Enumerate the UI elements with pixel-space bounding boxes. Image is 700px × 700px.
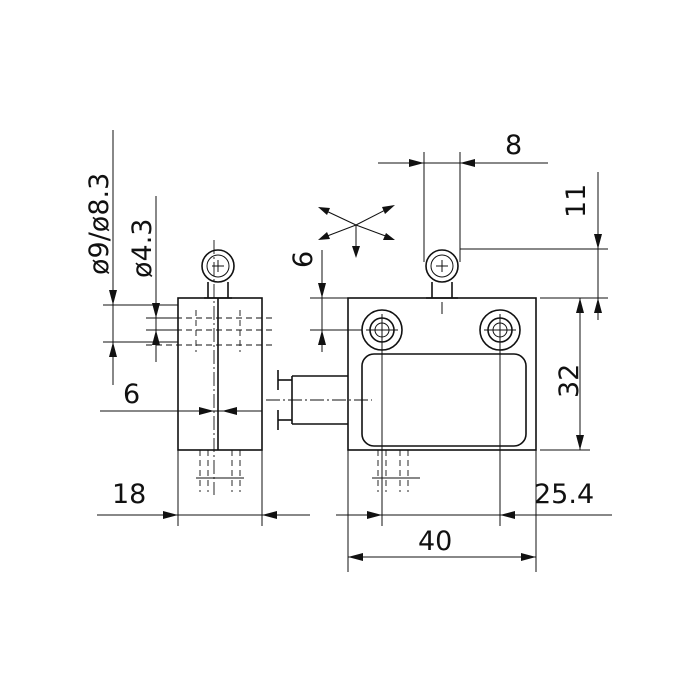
front-view-leads (372, 450, 420, 492)
front-view-window (361, 353, 527, 447)
front-view-roller-actuator (425, 249, 459, 314)
side-view-leads (196, 450, 244, 492)
dim-dia-4-3: ø4.3 (127, 219, 158, 278)
multi-direction-actuation-icon (318, 205, 395, 258)
front-view-screw-right (479, 309, 521, 351)
dim-8: 8 (505, 130, 522, 161)
dim-18: 18 (112, 479, 146, 510)
dim-6-top-lines (310, 250, 362, 352)
dim-11-lines (460, 172, 608, 320)
front-view-screw-left (361, 309, 403, 351)
side-view-body (177, 297, 263, 451)
dim-40-lines (347, 450, 537, 572)
dim-40: 40 (418, 526, 452, 557)
dim-8-lines (378, 152, 548, 262)
dim-25-4-lines (336, 346, 612, 526)
dim-dia-9-8-3: ø9/ø8.3 (84, 173, 115, 275)
dim-6-side-lines (100, 407, 262, 415)
dim-25-4: 25.4 (534, 479, 594, 510)
side-view-hidden-bores (146, 310, 272, 352)
side-view (146, 240, 272, 495)
dim-diameter-lines (103, 130, 178, 385)
dim-6-top: 6 (288, 251, 319, 268)
dim-6-side: 6 (123, 379, 140, 410)
dim-32-lines (540, 298, 590, 451)
side-view-roller-actuator (201, 249, 235, 299)
dim-11: 11 (561, 184, 592, 218)
front-view-cable-gland (266, 370, 372, 430)
dim-18-lines (97, 450, 310, 526)
dim-32: 32 (554, 364, 585, 398)
front-view (266, 249, 537, 492)
